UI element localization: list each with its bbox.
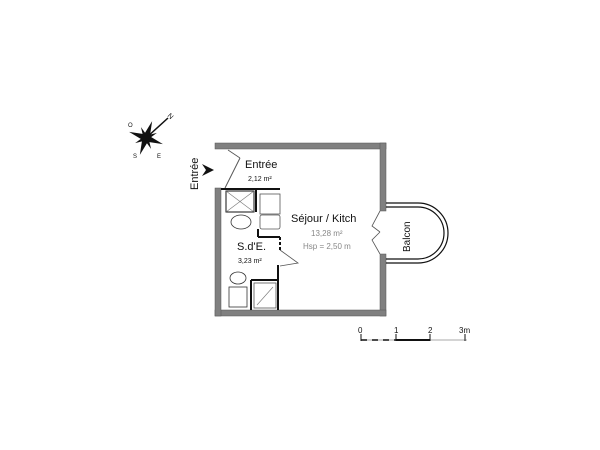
svg-text:S: S [133,154,137,160]
room-name-entree: Entrée [245,159,277,171]
compass-north-label: N [166,112,175,121]
scale-tick-2: 2 [428,326,433,335]
balcony-door[interactable] [371,210,381,255]
room-area-entree: 2,12 m² [248,176,272,183]
walls [214,142,387,317]
scale-tick-3: 3m [459,326,470,335]
scale-tick-0: 0 [358,326,363,335]
room-name-balcon: Balcon [402,221,413,252]
svg-text:O: O [128,123,133,129]
compass-rose-icon: N O S E [128,112,175,160]
room-name-sejour: Séjour / Kitch [291,213,356,225]
toilet [228,286,248,308]
room-area-sejour: 13,28 m² [311,229,343,238]
entrance-label: Entrée [189,158,201,190]
partitions [221,188,281,310]
bathroom-door[interactable] [279,249,300,267]
entry-door[interactable] [224,157,241,189]
ceiling-height: Hsp = 2,50 m [303,242,351,251]
room-area-sde: 3,23 m² [238,258,262,265]
shower-tray [253,282,277,309]
shower [225,190,255,213]
scale-bar: 0 1 2 3m [358,326,470,341]
room-name-sde: S.d'E. [237,241,266,253]
balcony [386,202,449,264]
washbasin [230,214,252,230]
kitchen-sink [259,214,281,230]
entrance-arrow-icon [202,164,214,176]
scale-tick-1: 1 [394,326,399,335]
svg-text:E: E [157,154,161,160]
cooktop [259,193,281,215]
